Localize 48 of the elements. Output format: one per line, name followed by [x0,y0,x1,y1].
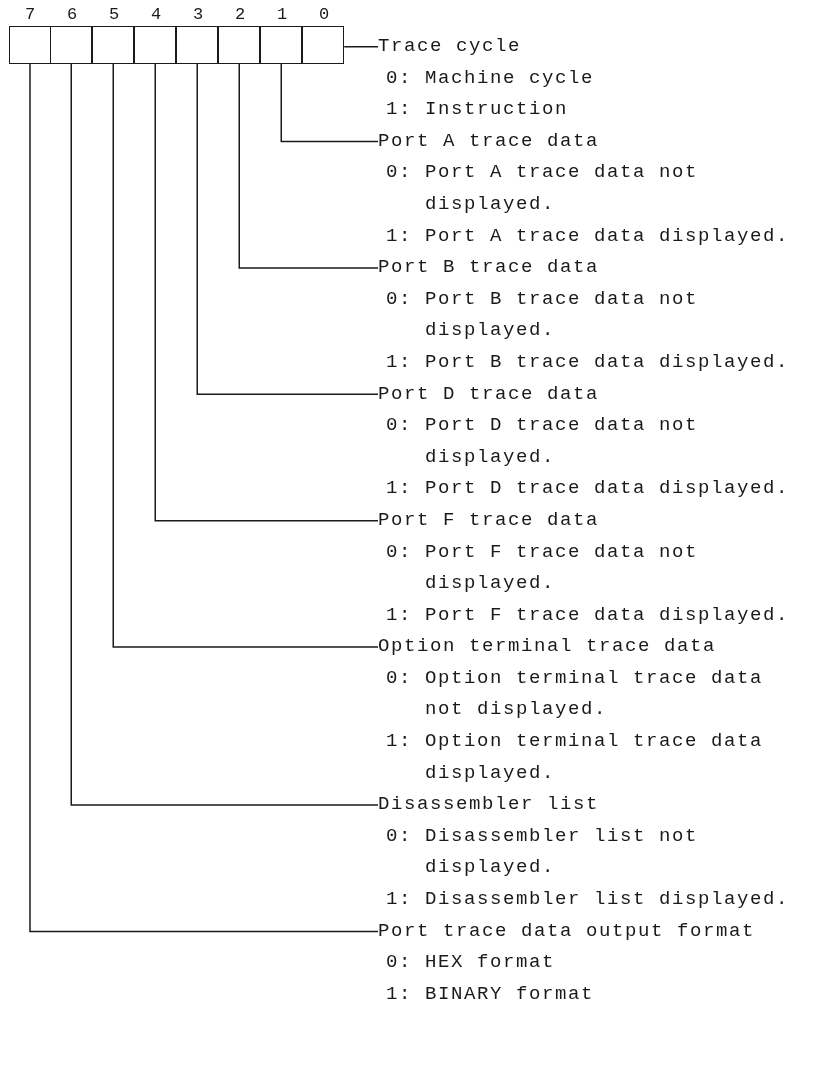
bit-cell [260,26,303,64]
option-description: 0: Port A trace data not displayed. [386,160,700,217]
field-heading: Port A trace data [378,125,600,158]
option-description: 0: HEX format [386,950,557,976]
option-description: 1: Disassembler list displayed. [386,887,791,913]
option-description: 1: Port F trace data displayed. [386,602,791,628]
bit-number: 4 [150,4,162,26]
bit-number: 2 [234,4,246,26]
field-heading: Port trace data output format [378,915,756,948]
connector-line [70,63,379,806]
option-description: 0: Port B trace data not displayed. [386,286,700,344]
field-heading: Disassembler list [378,789,600,821]
option-description: 1: BINARY format [386,981,596,1007]
bit-number: 6 [66,4,78,26]
bit-cell [92,26,135,64]
bit-cell [9,26,51,64]
bit-number: 3 [192,4,204,26]
bit-cell [50,26,93,64]
connector-line [29,63,379,933]
connector-line [343,46,379,48]
option-description: 0: Disassembler list not displayed. [386,823,700,881]
field-heading: Port F trace data [378,504,600,537]
option-description: 1: Port D trace data displayed. [386,476,791,502]
connector-line [154,63,379,522]
option-description: 1: Port A trace data displayed. [386,223,791,249]
bit-cell [218,26,261,64]
field-heading: Port B trace data [378,252,600,284]
option-description: 0: Port D trace data not displayed. [386,413,700,470]
option-description: 0: Option terminal trace data not displayed. [386,665,765,723]
option-description: 1: Option terminal trace data displayed. [386,729,765,786]
field-heading: Port D trace data [378,378,600,411]
option-description: 1: Instruction [386,97,570,123]
bit-number: 5 [108,4,120,26]
bit-cell [176,26,219,64]
bit-cell [134,26,177,64]
bit-number: 7 [24,4,36,26]
connector-line [196,63,379,396]
bit-cell [302,26,345,64]
bit-number: 0 [318,4,330,26]
option-description: 0: Machine cycle [386,65,596,91]
option-description: 1: Port B trace data displayed. [386,349,791,375]
connector-line [112,63,379,648]
field-heading: Option terminal trace data [378,631,717,663]
bit-number: 1 [276,4,288,26]
connector-line [280,63,379,143]
field-heading: Trace cycle [378,31,522,63]
connector-line [238,63,379,269]
option-description: 0: Port F trace data not displayed. [386,539,700,597]
